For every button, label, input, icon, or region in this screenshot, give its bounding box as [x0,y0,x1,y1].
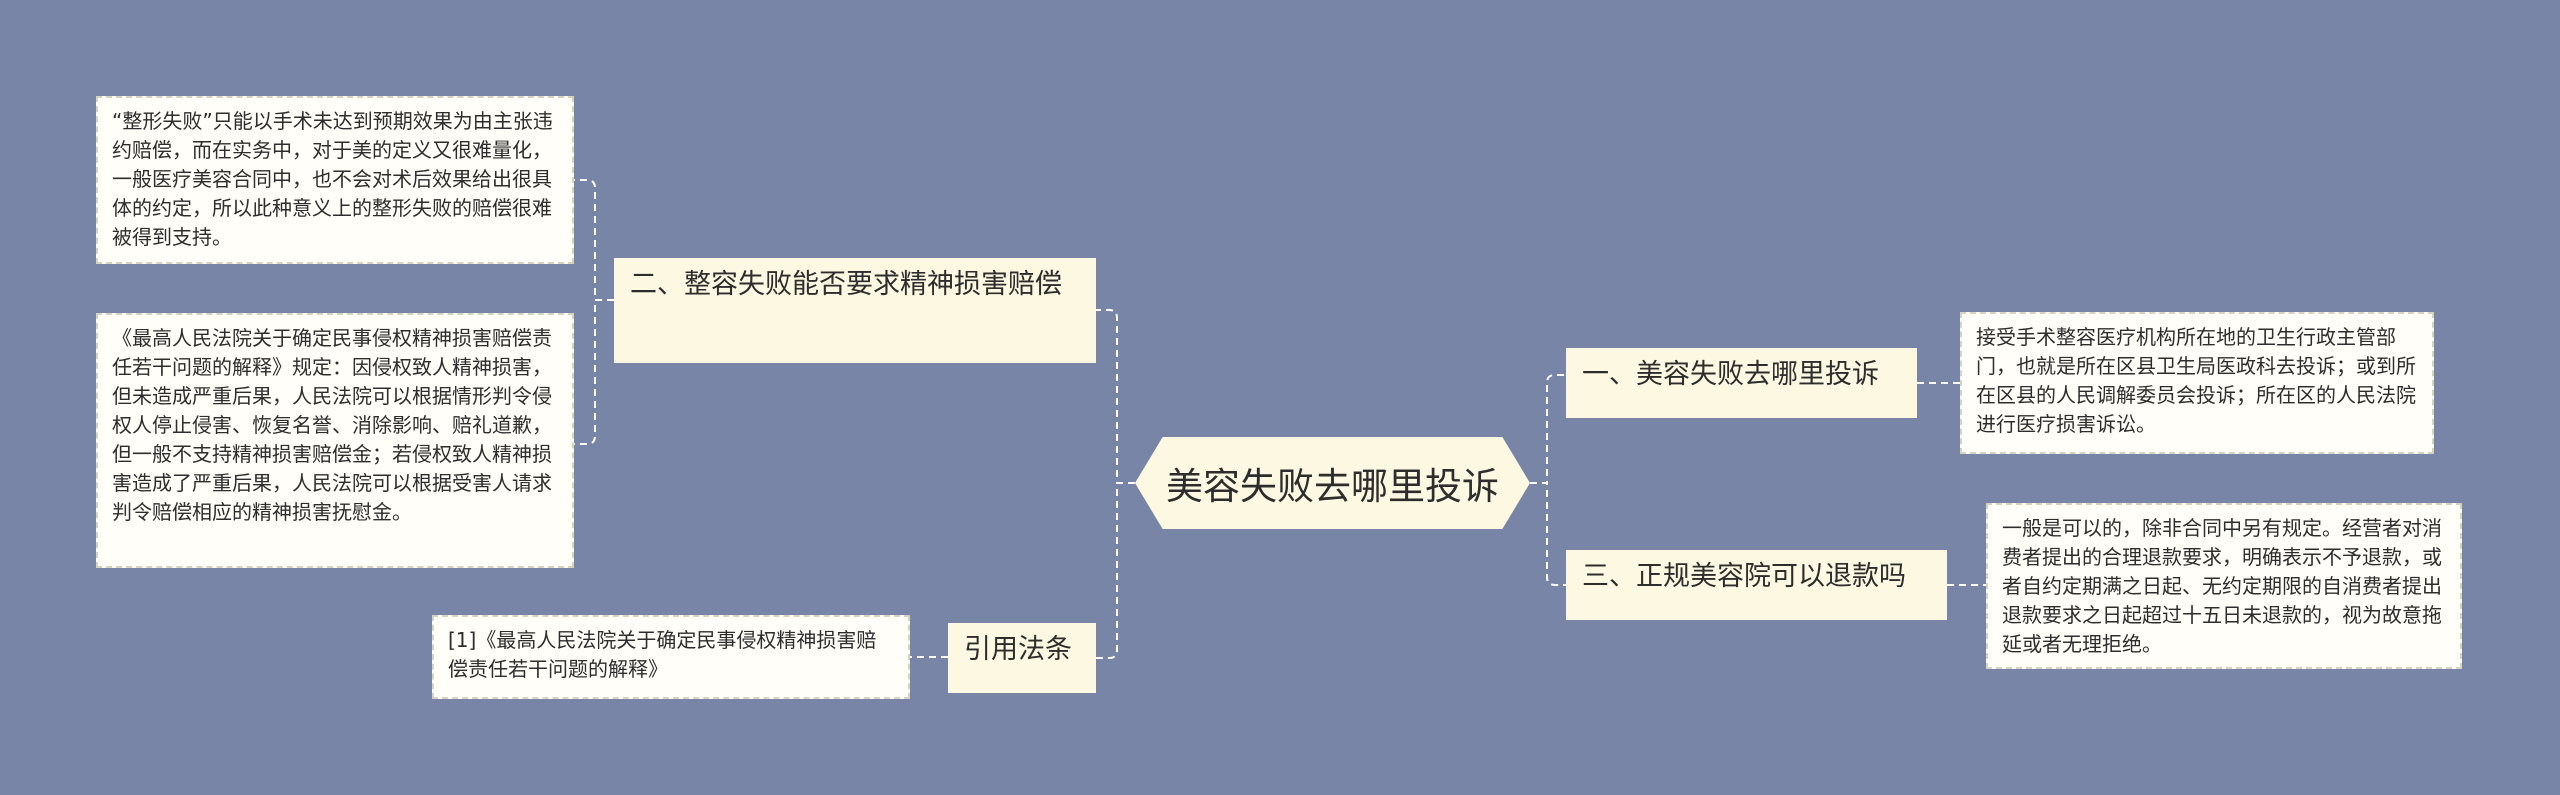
root-topic-label: 美容失败去哪里投诉 [1166,465,1499,508]
branch-refund[interactable]: 三、正规美容院可以退款吗 [1566,550,1947,620]
branch-label: 引用法条 [964,634,1072,665]
leaf-text: 《最高人民法院关于确定民事侵权精神损害赔偿责任若干问题的解释》规定：因侵权致人精… [112,326,552,524]
leaf-plastic-surgery-failure[interactable]: “整形失败”只能以手术未达到预期效果为由主张违约赔偿，而在实务中，对于美的定义又… [96,96,574,264]
branch-label: 一、美容失败去哪里投诉 [1582,359,1879,390]
leaf-text: “整形失败”只能以手术未达到预期效果为由主张违约赔偿，而在实务中，对于美的定义又… [112,109,553,249]
branch-mental-damage-compensation[interactable]: 二、整容失败能否要求精神损害赔偿 [614,258,1096,363]
link-root-b1 [1530,374,1566,484]
branch-label: 三、正规美容院可以退款吗 [1582,561,1906,592]
root-topic[interactable]: 美容失败去哪里投诉 [1135,437,1530,529]
leaf-law-citation[interactable]: [1]《最高人民法院关于确定民事侵权精神损害赔偿责任若干问题的解释》 [432,615,910,699]
link-root-b2 [1096,309,1135,484]
branch-label: 二、整容失败能否要求精神损害赔偿 [630,269,1062,300]
leaf-text: 一般是可以的，除非合同中另有规定。经营者对消费者提出的合理退款要求，明确表示不予… [2002,516,2442,656]
link-b2-l2b [574,299,614,445]
leaf-text: 接受手术整容医疗机构所在地的卫生行政主管部门，也就是所在区县卫生局医政科去投诉；… [1976,325,2416,436]
leaf-refund-detail[interactable]: 一般是可以的，除非合同中另有规定。经营者对消费者提出的合理退款要求，明确表示不予… [1986,503,2462,669]
leaf-text: [1]《最高人民法院关于确定民事侵权精神损害赔偿责任若干问题的解释》 [448,628,877,681]
branch-where-to-complain[interactable]: 一、美容失败去哪里投诉 [1566,348,1917,418]
link-root-b4 [1096,482,1135,659]
leaf-where-to-complain-detail[interactable]: 接受手术整容医疗机构所在地的卫生行政主管部门，也就是所在区县卫生局医政科去投诉；… [1960,312,2434,454]
branch-cited-laws[interactable]: 引用法条 [948,623,1096,693]
link-root-b3 [1530,482,1566,586]
link-b2-l2a [574,179,614,301]
leaf-judicial-interpretation[interactable]: 《最高人民法院关于确定民事侵权精神损害赔偿责任若干问题的解释》规定：因侵权致人精… [96,313,574,568]
